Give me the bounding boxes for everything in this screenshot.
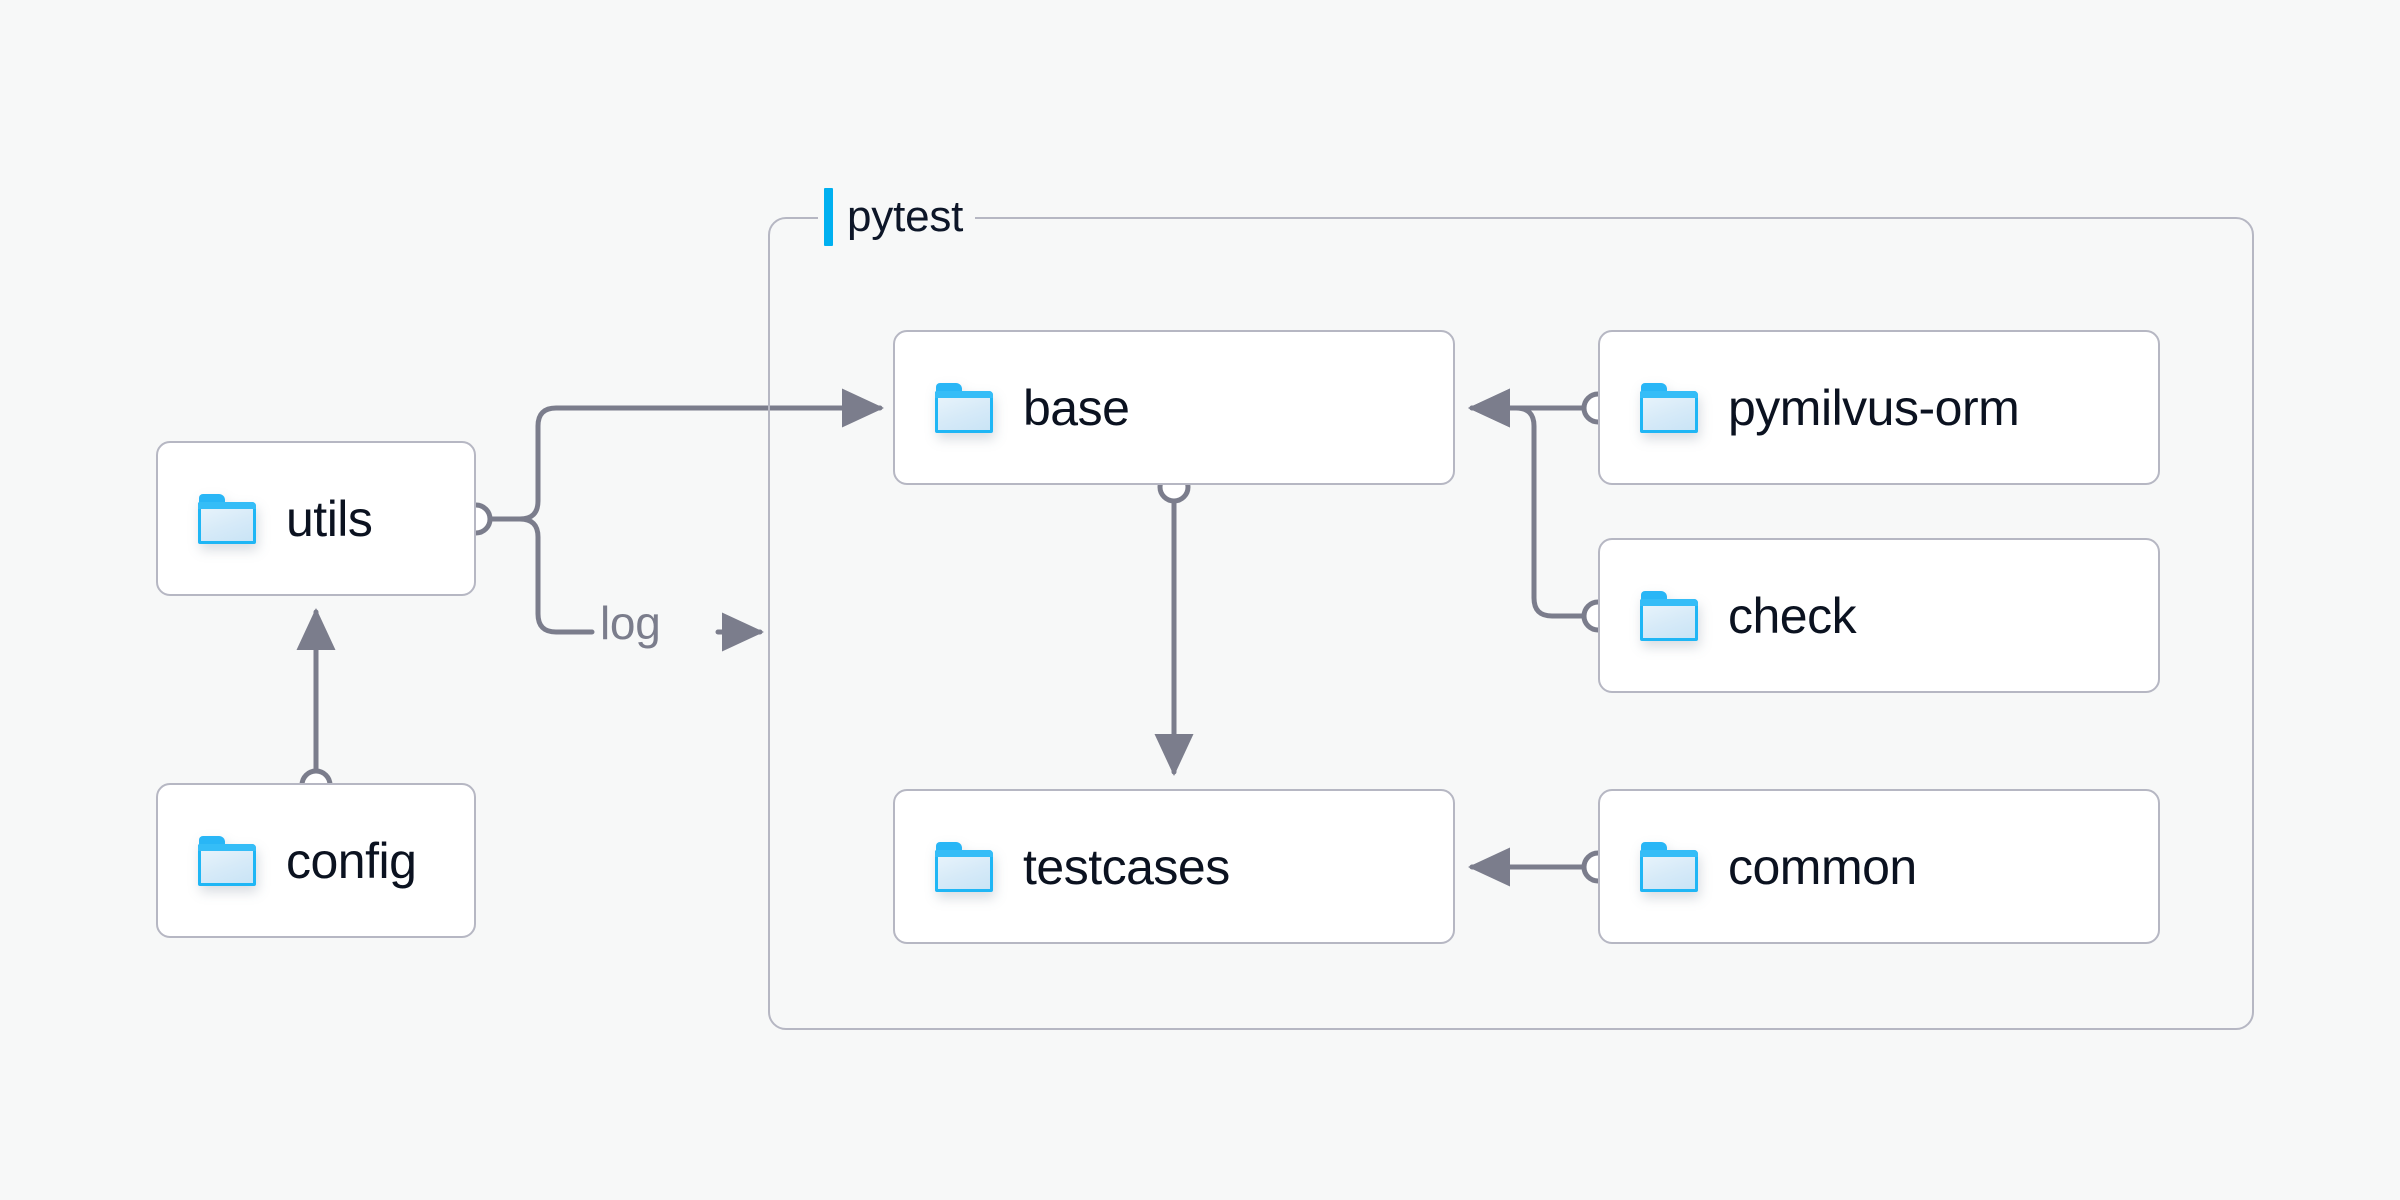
node-config[interactable]: config xyxy=(156,783,476,938)
accent-bar-icon xyxy=(824,188,833,246)
node-testcases[interactable]: testcases xyxy=(893,789,1455,944)
node-pymilvus-orm[interactable]: pymilvus-orm xyxy=(1598,330,2160,485)
folder-icon xyxy=(198,835,256,886)
folder-icon xyxy=(198,493,256,544)
node-common-label: common xyxy=(1728,838,1917,895)
folder-icon xyxy=(935,841,993,892)
folder-icon xyxy=(1640,841,1698,892)
group-pytest-label: pytest xyxy=(818,188,976,246)
node-utils[interactable]: utils xyxy=(156,441,476,596)
folder-icon xyxy=(1640,590,1698,641)
folder-icon xyxy=(935,382,993,433)
node-pymilvus-orm-label: pymilvus-orm xyxy=(1728,379,2020,436)
edge-utils-to-log xyxy=(489,516,595,635)
edge-label-log: log xyxy=(600,600,661,646)
node-check-label: check xyxy=(1728,587,1857,644)
node-check[interactable]: check xyxy=(1598,538,2160,693)
node-utils-label: utils xyxy=(286,490,373,547)
node-common[interactable]: common xyxy=(1598,789,2160,944)
node-base-label: base xyxy=(1023,379,1130,436)
node-testcases-label: testcases xyxy=(1023,838,1230,895)
edge-label-log-text: log xyxy=(600,597,661,649)
node-base[interactable]: base xyxy=(893,330,1455,485)
group-pytest-label-text: pytest xyxy=(847,192,964,241)
node-config-label: config xyxy=(286,832,417,889)
folder-icon xyxy=(1640,382,1698,433)
group-pytest[interactable] xyxy=(768,217,2254,1030)
